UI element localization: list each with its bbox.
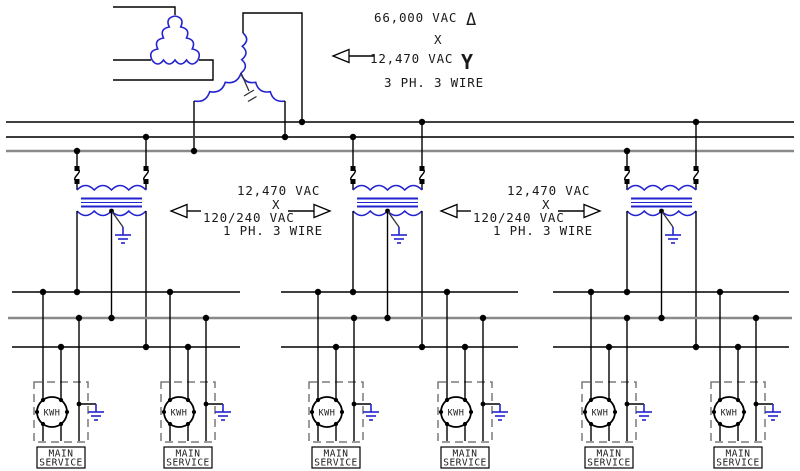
svg-text:3 PH. 3 WIRE: 3 PH. 3 WIRE	[384, 75, 484, 90]
delta-symbol: Δ	[466, 10, 476, 30]
wye-symbol: Y	[461, 50, 473, 74]
incoming-feeders	[113, 6, 214, 81]
kwh-meter-3	[309, 289, 379, 469]
wye-neutral-ground	[240, 72, 257, 103]
kwh-meter-5	[582, 289, 652, 469]
wye-winding	[193, 32, 286, 103]
primary-drops	[76, 122, 697, 166]
kwh-meter-2	[161, 289, 231, 469]
svg-text:X: X	[434, 32, 442, 47]
secondary-leads	[76, 211, 697, 347]
junction-dots	[73, 118, 700, 351]
bus-lines	[6, 121, 794, 153]
kwh-meter-6	[711, 289, 781, 469]
svg-text:12,470 VAC: 12,470 VAC	[370, 51, 453, 66]
delta-winding	[149, 15, 201, 65]
substation-note: 66,000 VAC Δ X 12,470 VAC Y 3 PH. 3 WIRE	[332, 10, 484, 90]
voltage-note-left	[171, 183, 330, 238]
kwh-meter-4	[438, 289, 508, 469]
wye-leads	[193, 12, 303, 151]
voltage-note-right	[441, 183, 600, 238]
kwh-meter-1	[34, 289, 104, 469]
arrow-left-icon	[332, 48, 350, 64]
svg-text:66,000 VAC: 66,000 VAC	[374, 10, 457, 25]
service-lines	[8, 291, 792, 348]
